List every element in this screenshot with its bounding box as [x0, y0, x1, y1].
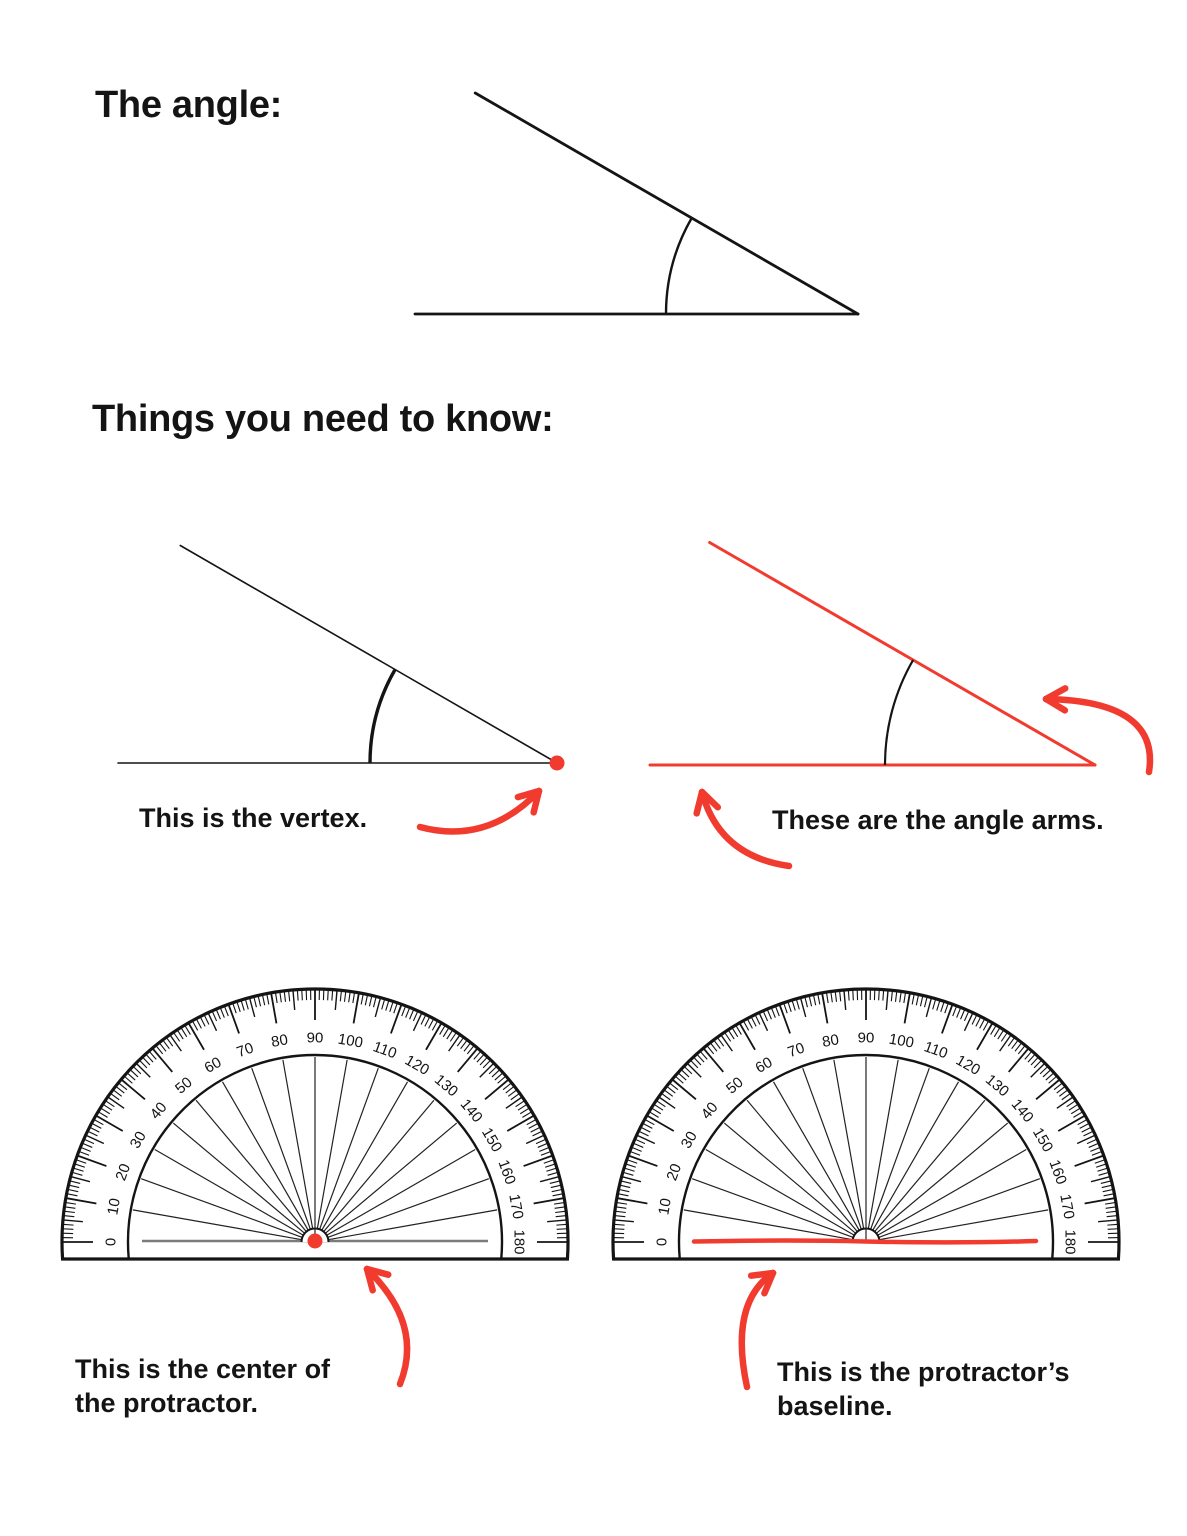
- angle-diagram: [413, 91, 860, 316]
- degree-label: 30: [127, 1129, 150, 1152]
- degree-label: 60: [753, 1054, 776, 1077]
- protractor-ticks: [62, 989, 568, 1243]
- vertex-dot: [549, 755, 565, 771]
- protractor-inner-arc: [126, 1053, 504, 1259]
- degree-label: 70: [234, 1039, 255, 1061]
- degree-label: 0: [103, 1238, 120, 1246]
- caption-protractor-baseline: This is the protractor’s baseline.: [777, 1355, 1070, 1423]
- caption-protractor-center-line2: the protractor.: [75, 1388, 259, 1418]
- degree-label: 10: [655, 1197, 675, 1216]
- caption-protractor-center: This is the center of the protractor.: [75, 1352, 330, 1420]
- degree-label: 170: [1056, 1193, 1077, 1221]
- degree-label: 30: [678, 1129, 701, 1152]
- angle-arms-diagram: [648, 541, 1097, 767]
- degree-label: 10: [104, 1197, 124, 1216]
- angle-arc: [664, 217, 693, 315]
- degree-label: 90: [858, 1030, 875, 1047]
- red-baseline: [691, 1238, 1039, 1245]
- degree-label: 20: [663, 1161, 685, 1182]
- protractor-radial-lines: [132, 1059, 498, 1241]
- degree-label: 60: [202, 1054, 225, 1077]
- red-center-dot: [307, 1233, 323, 1249]
- arrow-to-vertex: [416, 787, 543, 835]
- vertex-diagram: [117, 544, 565, 771]
- caption-vertex: This is the vertex.: [139, 803, 368, 833]
- degree-label: 100: [337, 1031, 365, 1052]
- degree-label: 170: [505, 1193, 526, 1221]
- arrow-to-protractor-center: [363, 1265, 411, 1388]
- arrow-to-baseline: [738, 1269, 777, 1391]
- degree-label: 70: [785, 1039, 806, 1061]
- degree-label: 180: [511, 1229, 528, 1254]
- degree-label: 100: [888, 1031, 916, 1052]
- protractor-radial-lines: [683, 1059, 1049, 1241]
- protractor-inner-arc: [677, 1053, 1055, 1259]
- degree-label: 80: [270, 1031, 289, 1051]
- caption-protractor-center-line1: This is the center of: [75, 1354, 331, 1384]
- heading-the-angle: The angle:: [95, 84, 283, 126]
- arrow-to-upper-arm: [1042, 685, 1154, 776]
- protractor-ticks: [613, 989, 1119, 1243]
- degree-label: 90: [307, 1030, 324, 1047]
- degree-label: 20: [112, 1161, 134, 1182]
- caption-protractor-baseline-line1: This is the protractor’s: [777, 1357, 1070, 1387]
- degree-label: 0: [654, 1238, 671, 1246]
- caption-protractor-baseline-line2: baseline.: [777, 1391, 893, 1421]
- angle-arc: [883, 659, 915, 766]
- degree-label: 180: [1062, 1229, 1079, 1254]
- angle-arc: [368, 668, 397, 764]
- heading-things-to-know: Things you need to know:: [92, 398, 554, 440]
- caption-angle-arms: These are the angle arms.: [772, 805, 1104, 835]
- arrow-to-lower-arm: [693, 788, 793, 870]
- degree-label: 80: [821, 1031, 840, 1051]
